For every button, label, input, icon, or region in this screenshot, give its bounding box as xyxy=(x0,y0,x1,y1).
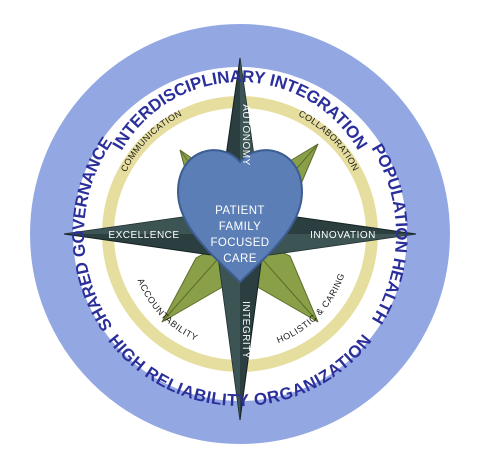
heart-line-3: FOCUSED xyxy=(210,237,269,249)
heart-line-2: FAMILY xyxy=(219,221,261,233)
star-label-integrity: INTEGRITY xyxy=(240,301,251,359)
star-label-autonomy: AUTONOMY xyxy=(240,104,251,166)
heart-line-1: PATIENT xyxy=(215,205,265,217)
heart-line-4: CARE xyxy=(223,253,257,265)
star-label-excellence: EXCELLENCE xyxy=(108,230,179,241)
outer-ring xyxy=(30,24,450,444)
heart-shape xyxy=(176,149,304,284)
star-label-innovation: INNOVATION xyxy=(310,230,376,241)
